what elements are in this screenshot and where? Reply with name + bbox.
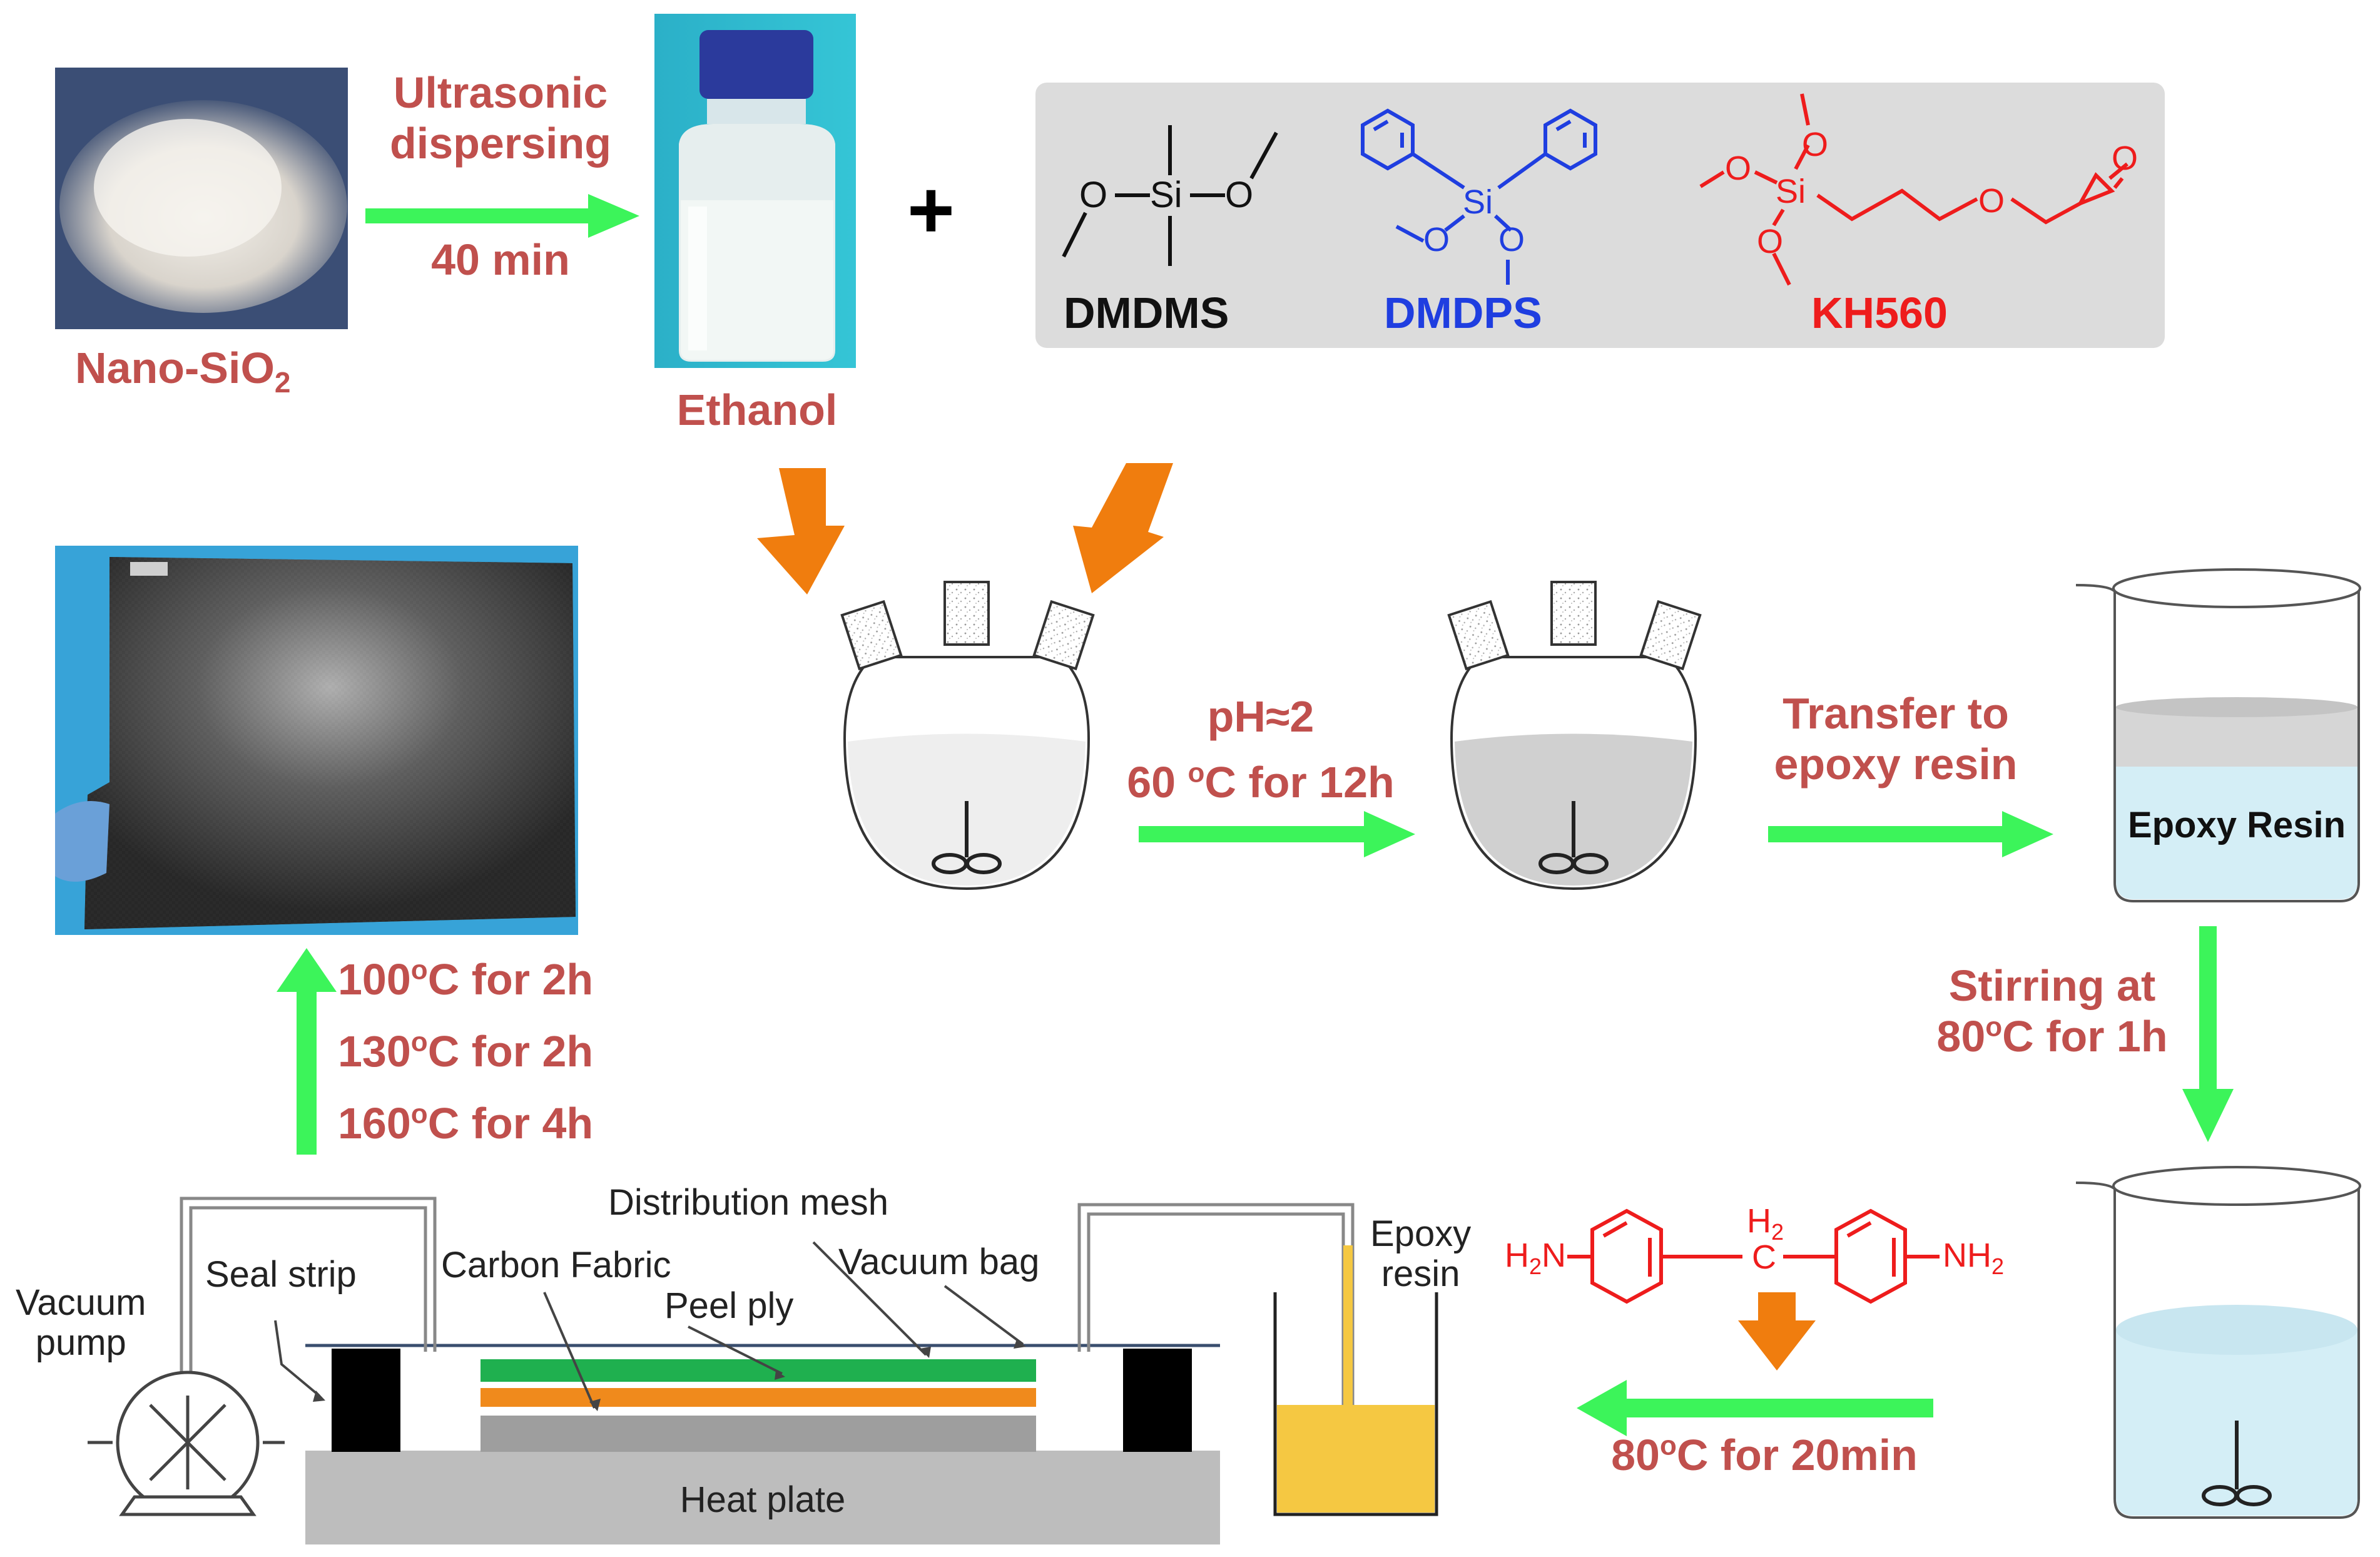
- ddm-h2n: H2N: [1505, 1237, 1567, 1279]
- arrow-stirring-down: [2182, 926, 2234, 1142]
- beaker-1: [2075, 568, 2361, 902]
- flask-2: [1447, 581, 1702, 891]
- arrow-ultrasonic: [365, 194, 639, 238]
- kh560-atom-o4: O: [1978, 182, 2005, 220]
- carbon-fabric-label: Carbon Fabric: [441, 1245, 671, 1285]
- epoxy-resin-label: Epoxy resin: [1370, 1213, 1472, 1294]
- kh560-structure: [1699, 93, 2128, 286]
- dmdms-atom-o2: O: [1225, 175, 1254, 215]
- nano-sio2-photo: [55, 68, 348, 329]
- ddm-ch2-c: C: [1752, 1238, 1776, 1276]
- green-arrows: [277, 194, 2234, 1436]
- orange-arrow-right: [1073, 463, 1173, 593]
- plus-sign: +: [907, 164, 955, 255]
- dmdms-atom-o1: O: [1079, 175, 1108, 215]
- dmdms-structure: [1062, 125, 1278, 266]
- seal-strip-label: Seal strip: [205, 1254, 357, 1295]
- vacuum-bag-label: Vacuum bag: [838, 1242, 1040, 1282]
- arrow-curing-up: [277, 948, 337, 1155]
- dmdps-label: DMDPS: [1384, 288, 1542, 337]
- orange-arrow-left: [757, 468, 845, 595]
- ddm-structure: [1567, 1208, 1940, 1304]
- curing-step-1: 100oC for 2h: [338, 954, 594, 1004]
- reaction-condition: 60 oC for 12h: [1127, 757, 1395, 807]
- silane-panel: [1035, 83, 2165, 348]
- distribution-mesh-label: Distribution mesh: [608, 1182, 889, 1223]
- epoxy-resin-beaker-label: Epoxy Resin: [2127, 805, 2346, 845]
- curing-step-3: 160oC for 4h: [338, 1098, 594, 1148]
- arrow-transfer: [1768, 811, 2053, 857]
- mixing-condition: 80oC for 20min: [1611, 1430, 1918, 1479]
- ethanol-label: Ethanol: [676, 385, 838, 434]
- kh560-atom-o2: O: [1802, 126, 1829, 163]
- arrow-mixing-left: [1577, 1380, 1933, 1436]
- composite-plate-photo: [55, 546, 578, 935]
- kh560-atom-si: Si: [1776, 173, 1806, 210]
- dmdps-atom-o1: O: [1423, 221, 1450, 258]
- ultrasonic-label: Ultrasonic dispersing: [390, 68, 611, 168]
- ddm-ch2-h: H2: [1747, 1202, 1784, 1245]
- transfer-label: Transfer to epoxy resin: [1774, 689, 2018, 789]
- dmdms-atom-si: Si: [1150, 175, 1182, 215]
- dmdps-structure: [1361, 108, 1597, 285]
- orange-arrows: [757, 463, 1816, 1371]
- ph-label: pH≈2: [1207, 692, 1315, 741]
- beaker-2: [2075, 1166, 2361, 1519]
- dmdps-atom-si: Si: [1463, 183, 1493, 221]
- kh560-atom-o3: O: [1757, 223, 1784, 260]
- ethanol-bottle-photo: [654, 14, 856, 368]
- kh560-atom-o1: O: [1725, 150, 1752, 187]
- arrow-reaction: [1139, 811, 1415, 857]
- flask-1: [840, 581, 1095, 891]
- vartm-setup: [88, 1197, 1438, 1544]
- ultrasonic-time: 40 min: [431, 235, 570, 284]
- ddm-nh2: NH2: [1943, 1237, 2005, 1279]
- nano-sio2-label: Nano-SiO2: [75, 344, 291, 399]
- dmdps-atom-o2: O: [1498, 221, 1525, 258]
- peel-ply-label: Peel ply: [664, 1285, 794, 1326]
- orange-arrow-small: [1738, 1292, 1816, 1371]
- kh560-label: KH560: [1811, 288, 1948, 337]
- dmdms-label: DMDMS: [1064, 288, 1229, 337]
- kh560-atom-o5: O: [2112, 140, 2138, 177]
- curing-step-2: 130oC for 2h: [338, 1026, 594, 1076]
- heat-plate-label: Heat plate: [679, 1479, 846, 1520]
- vacuum-pump-label: Vacuum pump: [16, 1282, 146, 1363]
- stirring-label: Stirring at 80oC for 1h: [1936, 961, 2168, 1061]
